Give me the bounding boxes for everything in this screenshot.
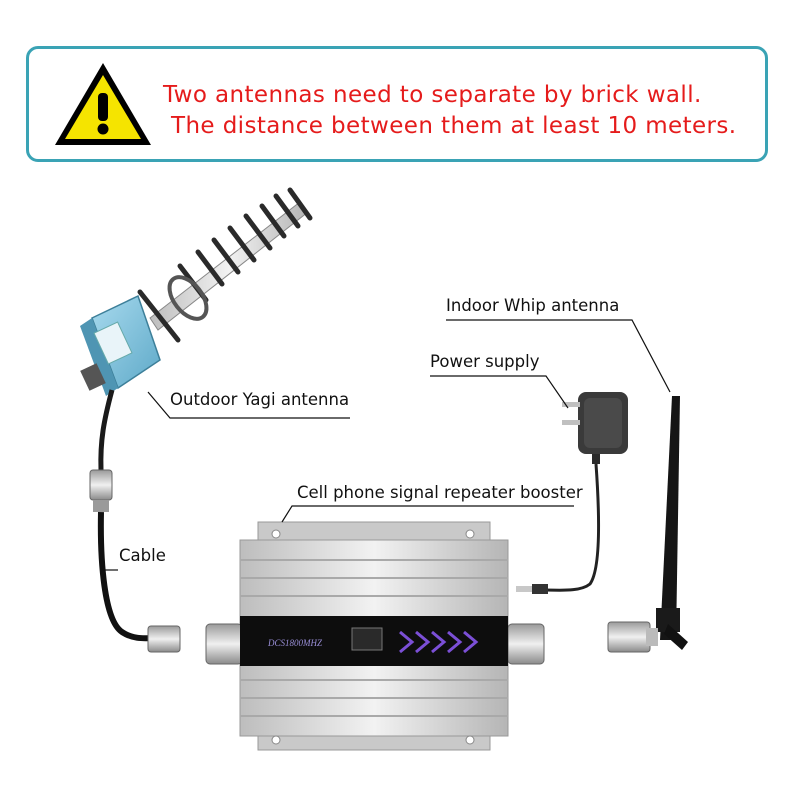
signal-booster: DCS1800MHZ	[205, 521, 545, 751]
outdoor-antenna-label: Outdoor Yagi antenna	[170, 390, 350, 409]
booster-label: Cell phone signal repeater booster	[297, 483, 583, 502]
warning-banner: Two antennas need to separate by brick w…	[26, 46, 768, 162]
yagi-antenna	[80, 187, 313, 471]
indoor-antenna-label: Indoor Whip antenna	[446, 296, 620, 315]
warning-triangle-icon	[55, 63, 151, 145]
callout-lines	[102, 319, 671, 571]
outdoor-antenna-label-yagi: Yagi	[242, 390, 276, 409]
power-supply	[516, 392, 628, 594]
warning-text-line-1: Two antennas need to separate by brick w…	[163, 82, 702, 108]
cable-label: Cable	[119, 546, 166, 565]
outdoor-antenna-label-suffix: antenna	[280, 390, 350, 409]
coax-cable	[89, 469, 181, 653]
whip-antenna	[607, 396, 688, 653]
power-supply-label: Power supply	[430, 352, 540, 371]
outdoor-antenna-label-prefix: Outdoor	[170, 390, 238, 409]
booster-band-label: DCS1800MHZ	[267, 638, 323, 648]
warning-text-line-2: The distance between them at least 10 me…	[171, 113, 737, 139]
